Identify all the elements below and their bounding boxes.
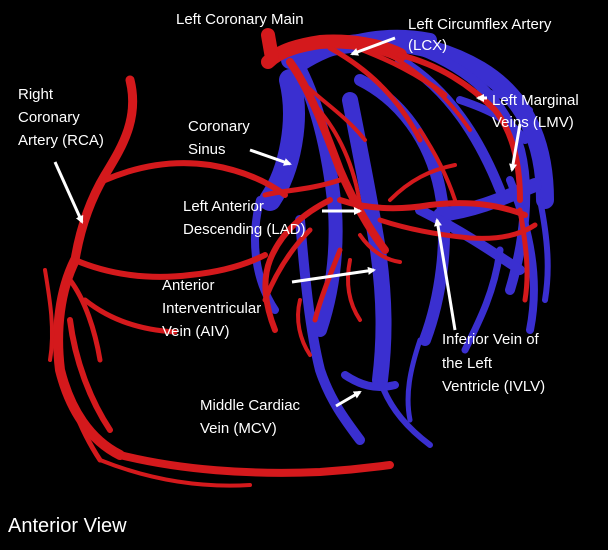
label-cs-line2: Sinus (188, 141, 226, 158)
arrow-cs (249, 148, 292, 166)
label-lcx-line1: Left Circumflex Artery (408, 16, 552, 33)
pointer-arrows (53, 36, 522, 408)
arrow-lcx (350, 36, 396, 56)
arterial-tree (43, 28, 538, 488)
arrow-mcv (335, 390, 362, 408)
label-aiv-line1: Anterior (162, 277, 215, 294)
label-ivlv-line2: the Left (442, 355, 493, 372)
view-caption: Anterior View (8, 515, 127, 537)
label-mcv-line1: Middle Cardiac (200, 397, 301, 414)
label-lmv-line2: Veins (LMV) (492, 114, 574, 131)
label-ivlv-line3: Ventricle (IVLV) (442, 378, 546, 395)
label-cs-line1: Coronary (188, 118, 250, 135)
label-lcx-line2: (LCX) (408, 37, 448, 54)
arrow-ivlv (434, 218, 457, 331)
label-rca-line3: Artery (RCA) (18, 132, 104, 149)
arrow-aiv (291, 266, 376, 284)
label-aiv-line2: Interventricular (162, 300, 262, 317)
label-lmv-line1: Left Marginal (492, 92, 579, 109)
label-mcv-line2: Vein (MCV) (200, 420, 277, 437)
label-left-coronary-main: Left Coronary Main (176, 11, 304, 28)
label-ivlv-line1: Inferior Vein of (442, 331, 539, 348)
label-rca-line1: Right (18, 86, 54, 103)
label-lad-line2: Descending (LAD) (183, 221, 306, 238)
arrow-lmv (509, 123, 522, 172)
label-rca-line2: Coronary (18, 109, 80, 126)
label-lad-line1: Left Anterior (183, 198, 264, 215)
arrow-rca (53, 161, 84, 224)
label-aiv-line3: Vein (AIV) (162, 323, 230, 340)
